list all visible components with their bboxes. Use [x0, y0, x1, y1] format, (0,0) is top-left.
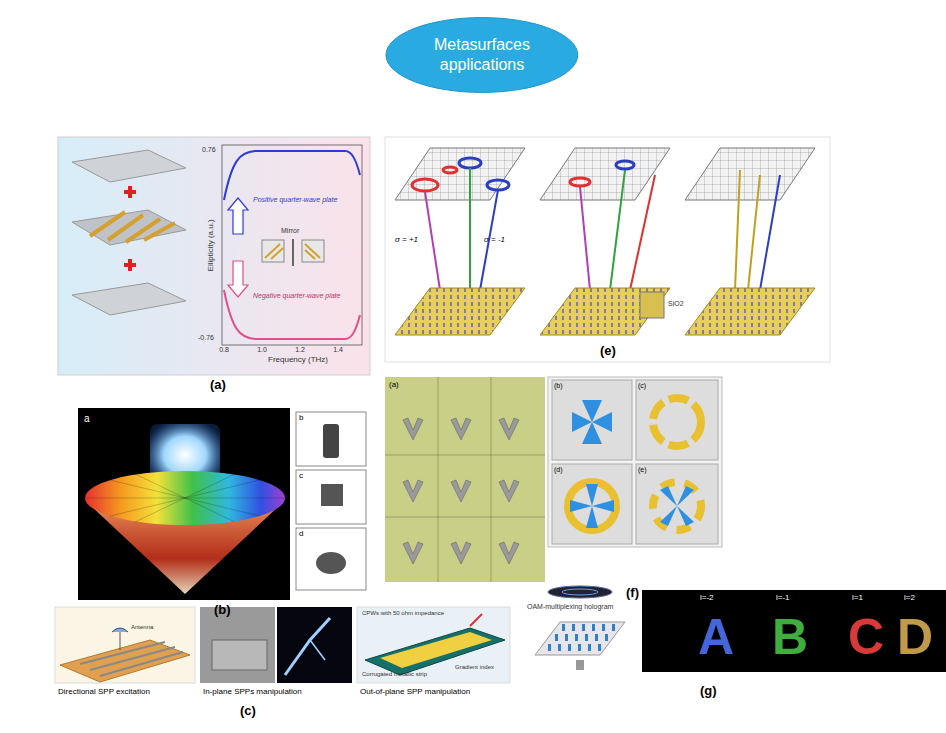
part-label: Antenna: [131, 624, 153, 631]
tick-label: 0.76: [202, 146, 216, 154]
caption-text: In-plane SPPs manipulation: [203, 688, 302, 697]
curve-label: Positive quarter-wave plate: [253, 196, 337, 204]
subpanel-letter: b: [299, 414, 303, 423]
hologram-letter: C: [848, 610, 884, 665]
tick-label: 1.4: [333, 346, 343, 354]
spin-label: σ = +1: [395, 236, 418, 245]
caption-text: Out-of-plane SPP manipulation: [360, 688, 470, 697]
curve-label: Negative quarter-wave plate: [253, 292, 340, 300]
tick-label: 0.8: [219, 346, 229, 354]
title-text: Metasurfaces applications: [417, 35, 547, 75]
material-label: SiO2: [668, 300, 684, 308]
panel-label: (f): [626, 586, 639, 600]
mode-label: l=-1: [776, 594, 790, 603]
caption-text: Directional SPP excitation: [58, 688, 150, 697]
tick-label: 1.2: [295, 346, 305, 354]
part-label: CPWs with 50 ohm impedance: [362, 610, 444, 617]
hologram-label: OAM-multiplexing hologram: [527, 603, 613, 611]
title-ellipse: Metasurfaces applications: [384, 16, 580, 94]
subpanel-letter: (a): [389, 381, 399, 390]
subpanel-letter: a: [84, 413, 90, 424]
subpanel-letter: (d): [554, 466, 563, 474]
subpanel-letter: d: [299, 530, 303, 539]
panel-label: (b): [214, 603, 231, 617]
subpanel-letter: (c): [638, 382, 646, 390]
part-label: Gradient index: [455, 664, 494, 671]
part-label: Corrugated metallic strip: [362, 671, 427, 678]
hologram-letter: B: [772, 610, 808, 665]
mode-label: l=1: [852, 594, 863, 603]
ellipse-shape: [384, 16, 580, 94]
spin-label: σ = -1: [484, 236, 505, 245]
panel-label: (a): [210, 378, 226, 392]
subpanel-letter: (e): [638, 466, 647, 474]
hologram-letter: A: [698, 610, 734, 665]
mode-label: l=-2: [700, 594, 714, 603]
panel-label: (e): [600, 344, 616, 358]
subpanel-letter: (b): [554, 382, 563, 390]
mode-label: l=2: [904, 594, 915, 603]
axis-title: Frequency (THz): [268, 356, 328, 365]
tick-label: -0.76: [198, 334, 214, 342]
hologram-letter: D: [897, 610, 933, 665]
panel-label: (c): [240, 704, 256, 718]
subpanel-letter: c: [299, 472, 303, 481]
inset-label: Mirror: [281, 227, 299, 235]
panel-label: (g): [700, 684, 717, 698]
tick-label: 1.0: [257, 346, 267, 354]
axis-title: Ellipticity (a.u.): [207, 219, 216, 271]
